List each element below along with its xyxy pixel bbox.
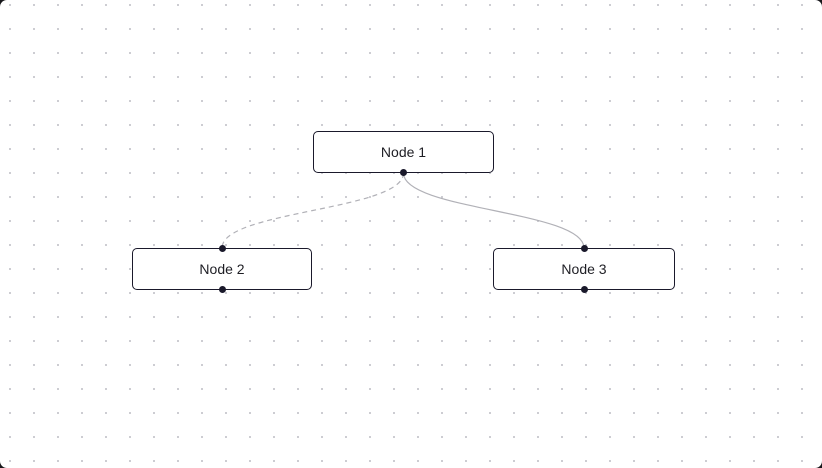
flow-node[interactable]: Node 3 — [493, 245, 675, 293]
node-handle-source-bottom[interactable] — [580, 286, 588, 293]
node-label: Node 3 — [561, 261, 607, 277]
flow-node[interactable]: Node 1 — [313, 131, 494, 176]
node-label: Node 2 — [199, 261, 245, 277]
node-handle-source-bottom[interactable] — [400, 169, 407, 176]
flow-edge[interactable] — [402, 172, 585, 249]
node-label: Node 1 — [380, 144, 427, 160]
node-handle-target-top[interactable] — [580, 245, 588, 252]
node-handle-target-top[interactable] — [218, 245, 226, 252]
flow-edge[interactable] — [221, 172, 405, 249]
flow-node[interactable]: Node 2 — [132, 245, 312, 293]
node-handle-source-bottom[interactable] — [218, 286, 226, 293]
